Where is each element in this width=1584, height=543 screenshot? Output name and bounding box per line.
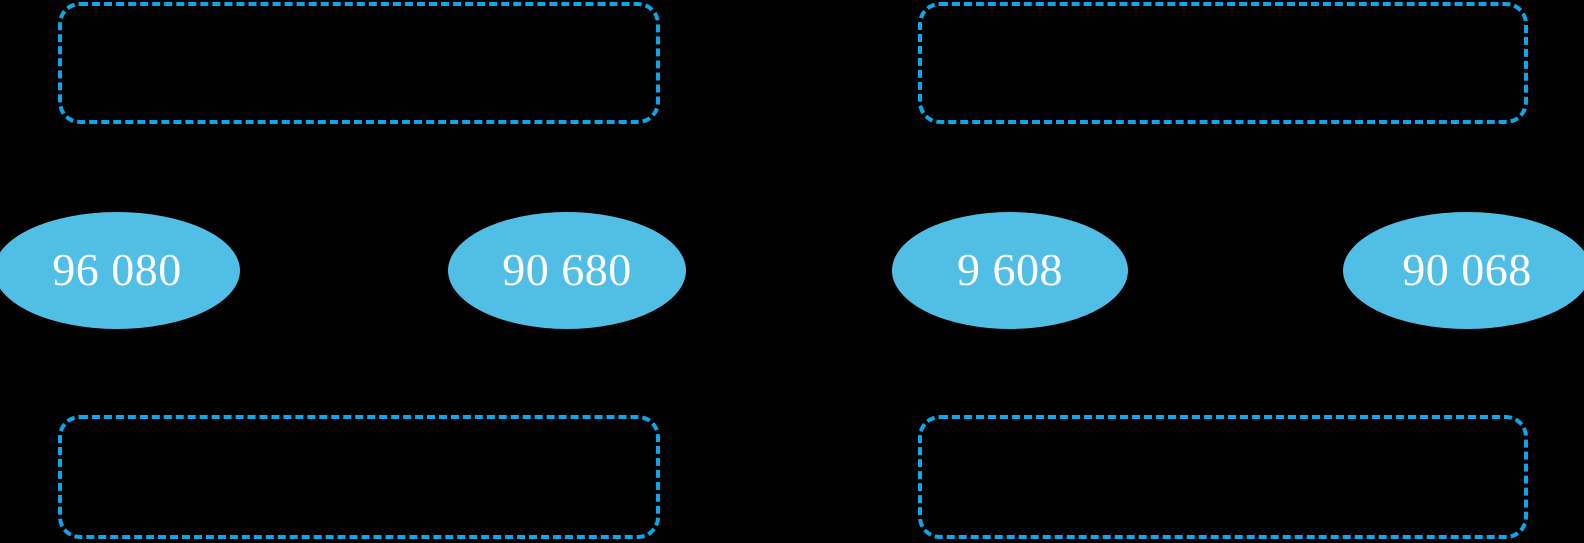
drop-box-top-right[interactable]: [918, 2, 1528, 124]
number-chip[interactable]: 90 680: [448, 212, 686, 329]
drop-box-bottom-left[interactable]: [58, 415, 660, 539]
number-chip-label: 96 080: [52, 243, 182, 295]
number-chip-label: 9 608: [957, 243, 1063, 295]
drop-box-top-left[interactable]: [58, 2, 660, 124]
number-chip-label: 90 068: [1402, 243, 1532, 295]
number-chip[interactable]: 9 608: [892, 212, 1128, 329]
number-chip[interactable]: 90 068: [1343, 212, 1584, 329]
drop-box-bottom-right[interactable]: [918, 415, 1528, 539]
number-chip[interactable]: 96 080: [0, 212, 240, 329]
number-chip-label: 90 680: [502, 243, 632, 295]
